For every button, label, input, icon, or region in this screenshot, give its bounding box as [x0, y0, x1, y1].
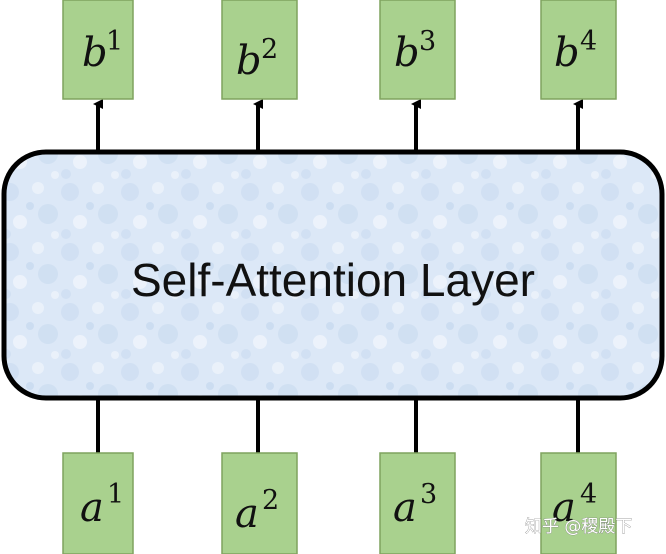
input-connectors: [96, 398, 580, 453]
input-label-base: a: [80, 485, 104, 531]
input-box-a1: a 1: [62, 452, 134, 554]
output-box-rect: [540, 0, 617, 100]
input-label-sup: 2: [262, 485, 279, 516]
input-box-a2: a 2: [221, 452, 298, 554]
output-label-sup: 3: [419, 26, 436, 57]
input-label-sup: 4: [580, 479, 597, 510]
output-box-b2: b 2: [221, 0, 298, 100]
output-box-b4: b 4: [540, 0, 617, 100]
watermark-text: 知乎 @稷殿下: [525, 517, 632, 537]
input-boxes: a 1 a 2 a 3 a 4: [62, 452, 617, 554]
input-box-rect: [221, 452, 298, 554]
input-label-sup: 3: [420, 479, 437, 510]
output-label-base: b: [82, 30, 108, 76]
output-box-b3: b 3: [379, 0, 456, 100]
output-label-sup: 4: [580, 26, 597, 57]
output-label-base: b: [554, 30, 580, 76]
output-box-rect: [379, 0, 456, 100]
input-box-a3: a 3: [379, 452, 456, 554]
output-label-sup: 1: [106, 26, 123, 57]
output-label-base: b: [394, 30, 420, 76]
output-label-base: b: [236, 38, 262, 84]
input-box-rect: [62, 452, 134, 554]
input-box-rect: [379, 452, 456, 554]
output-box-b1: b 1: [62, 0, 134, 100]
input-label-base: a: [235, 491, 259, 537]
output-boxes: b 1 b 2 b 3 b 4: [62, 0, 617, 100]
output-box-rect: [221, 0, 298, 100]
input-label-sup: 1: [107, 479, 124, 510]
output-label-sup: 2: [261, 34, 278, 65]
output-box-rect: [62, 0, 134, 100]
input-label-base: a: [393, 485, 417, 531]
output-arrows: [93, 99, 583, 152]
self-attention-layer-box: [1, 149, 665, 401]
self-attention-layer-label: Self-Attention Layer: [131, 254, 535, 306]
input-label-base: a: [552, 485, 576, 531]
input-box-a4: a 4: [540, 452, 617, 554]
input-box-rect: [540, 452, 617, 554]
